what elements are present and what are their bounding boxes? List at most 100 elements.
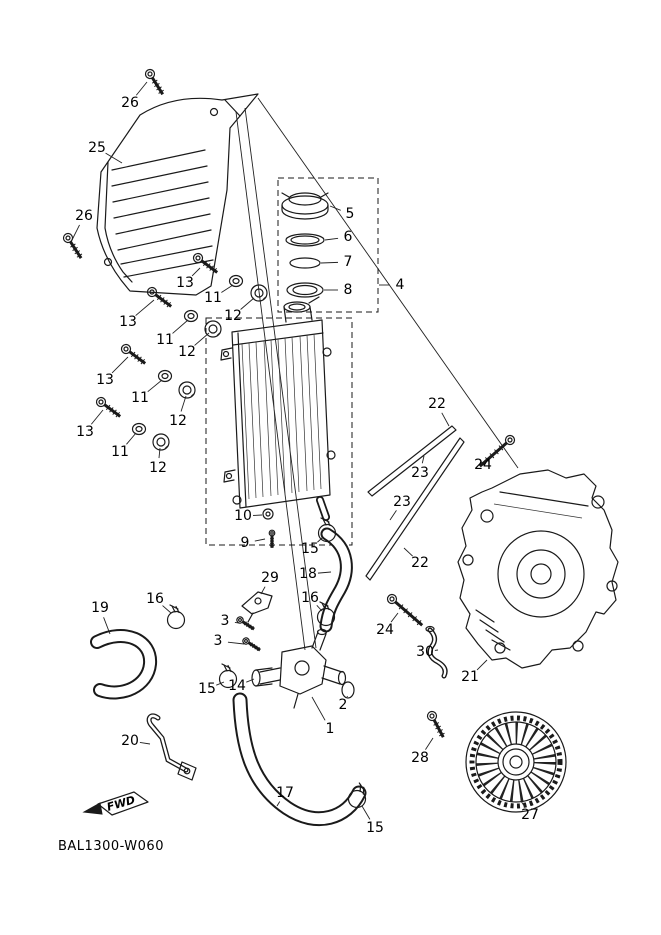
callout-23: 23 bbox=[393, 494, 411, 510]
callout-21: 21 bbox=[461, 669, 479, 685]
callout-7: 7 bbox=[344, 254, 353, 270]
bolt-13-3 bbox=[118, 341, 150, 369]
callout-15: 15 bbox=[198, 681, 216, 697]
callout-12: 12 bbox=[224, 308, 242, 324]
outlet-fitting-14 bbox=[252, 668, 272, 686]
leader-line-16 bbox=[317, 605, 322, 611]
callout-6: 6 bbox=[344, 229, 353, 245]
leader-line-12 bbox=[195, 333, 209, 345]
callout-22: 22 bbox=[411, 555, 429, 571]
assembly-reference-lines bbox=[236, 98, 518, 650]
leader-line-12 bbox=[241, 298, 254, 309]
callout-24: 24 bbox=[376, 622, 394, 638]
leader-line-13 bbox=[136, 300, 154, 316]
callout-13: 13 bbox=[176, 275, 194, 291]
callout-16: 16 bbox=[301, 590, 319, 606]
leader-line-17 bbox=[277, 802, 280, 806]
leader-line-14 bbox=[246, 679, 254, 682]
leader-line-22 bbox=[404, 548, 413, 556]
callout-15: 15 bbox=[366, 820, 384, 836]
callout-3: 3 bbox=[221, 613, 230, 629]
callout-29: 29 bbox=[261, 570, 279, 586]
callout-2: 2 bbox=[339, 697, 348, 713]
callout-12: 12 bbox=[178, 344, 196, 360]
bolt-3-b bbox=[240, 635, 263, 654]
leader-line-24 bbox=[490, 453, 494, 458]
leader-line-11 bbox=[221, 285, 233, 293]
crankcase-cover bbox=[458, 470, 618, 668]
damper-12-3 bbox=[178, 381, 196, 399]
radiator bbox=[221, 297, 335, 517]
o-ring-7 bbox=[290, 258, 320, 268]
callout-22: 22 bbox=[428, 396, 446, 412]
callout-30: 30 bbox=[416, 644, 434, 660]
shroud-louvers bbox=[112, 150, 213, 277]
callout-8: 8 bbox=[344, 282, 353, 298]
callout-19: 19 bbox=[91, 600, 109, 616]
callout-10: 10 bbox=[234, 508, 252, 524]
leader-line-21 bbox=[477, 660, 487, 670]
radiator-assembly-dashed-box bbox=[206, 318, 352, 545]
leader-line-15 bbox=[317, 538, 322, 542]
leader-line-5 bbox=[330, 206, 341, 210]
callout-20: 20 bbox=[121, 733, 139, 749]
leader-line-23 bbox=[422, 456, 424, 463]
callout-17: 17 bbox=[276, 785, 294, 801]
leader-line-25 bbox=[106, 153, 122, 163]
callout-11: 11 bbox=[204, 290, 222, 306]
cap-assembly-dashed-box bbox=[278, 178, 378, 312]
callout-14: 14 bbox=[228, 678, 246, 694]
callout-9: 9 bbox=[241, 535, 250, 551]
leader-line-12 bbox=[181, 396, 186, 411]
leader-line-27 bbox=[521, 801, 525, 807]
radiator-filler-neck bbox=[284, 297, 319, 322]
bracket-20 bbox=[149, 716, 196, 780]
hose-clamp-16-b bbox=[166, 604, 186, 630]
callout-12: 12 bbox=[149, 460, 167, 476]
leader-line-6 bbox=[325, 238, 338, 240]
callout-16: 16 bbox=[146, 591, 164, 607]
pipe-30 bbox=[426, 627, 445, 677]
grommet-11-3 bbox=[157, 369, 173, 383]
bolt-13-4 bbox=[93, 394, 125, 422]
leader-line-15 bbox=[362, 806, 370, 819]
water-outlet-assembly bbox=[260, 630, 346, 709]
leader-line-3 bbox=[228, 642, 244, 644]
callout-11: 11 bbox=[156, 332, 174, 348]
damper-12-4 bbox=[152, 433, 170, 451]
radiator-hose-18 bbox=[326, 534, 346, 626]
grommet-11-4 bbox=[131, 422, 147, 436]
cover-louvers bbox=[476, 610, 510, 650]
callout-1: 1 bbox=[326, 721, 335, 737]
leader-line-16 bbox=[163, 606, 171, 613]
hose-17 bbox=[240, 700, 359, 819]
leader-line-22 bbox=[442, 413, 449, 426]
leader-line-11 bbox=[148, 380, 162, 392]
leader-line-1 bbox=[312, 697, 325, 720]
leader-line-11 bbox=[126, 433, 136, 444]
leader-line-26 bbox=[136, 82, 147, 95]
seal-strip-lower bbox=[366, 438, 464, 580]
filler-neck-seal-8 bbox=[287, 283, 323, 297]
callout-27: 27 bbox=[521, 807, 539, 823]
grommet-11-2 bbox=[183, 309, 199, 323]
callout-23: 23 bbox=[411, 465, 429, 481]
callout-15: 15 bbox=[301, 541, 319, 557]
bolt-3-a bbox=[234, 614, 257, 633]
leader-line-19 bbox=[104, 617, 110, 634]
callout-26: 26 bbox=[75, 208, 93, 224]
leader-line-13 bbox=[112, 357, 128, 373]
radiator-cap bbox=[282, 193, 328, 219]
leader-line-13 bbox=[91, 410, 103, 424]
callout-24: 24 bbox=[474, 457, 492, 473]
leader-line-28 bbox=[425, 738, 433, 750]
leader-line-11 bbox=[173, 320, 188, 333]
callout-12: 12 bbox=[169, 413, 187, 429]
callout-13: 13 bbox=[96, 372, 114, 388]
callout-28: 28 bbox=[411, 750, 429, 766]
leader-line-23 bbox=[390, 510, 396, 520]
callout-13: 13 bbox=[76, 424, 94, 440]
leader-line-20 bbox=[140, 742, 150, 744]
